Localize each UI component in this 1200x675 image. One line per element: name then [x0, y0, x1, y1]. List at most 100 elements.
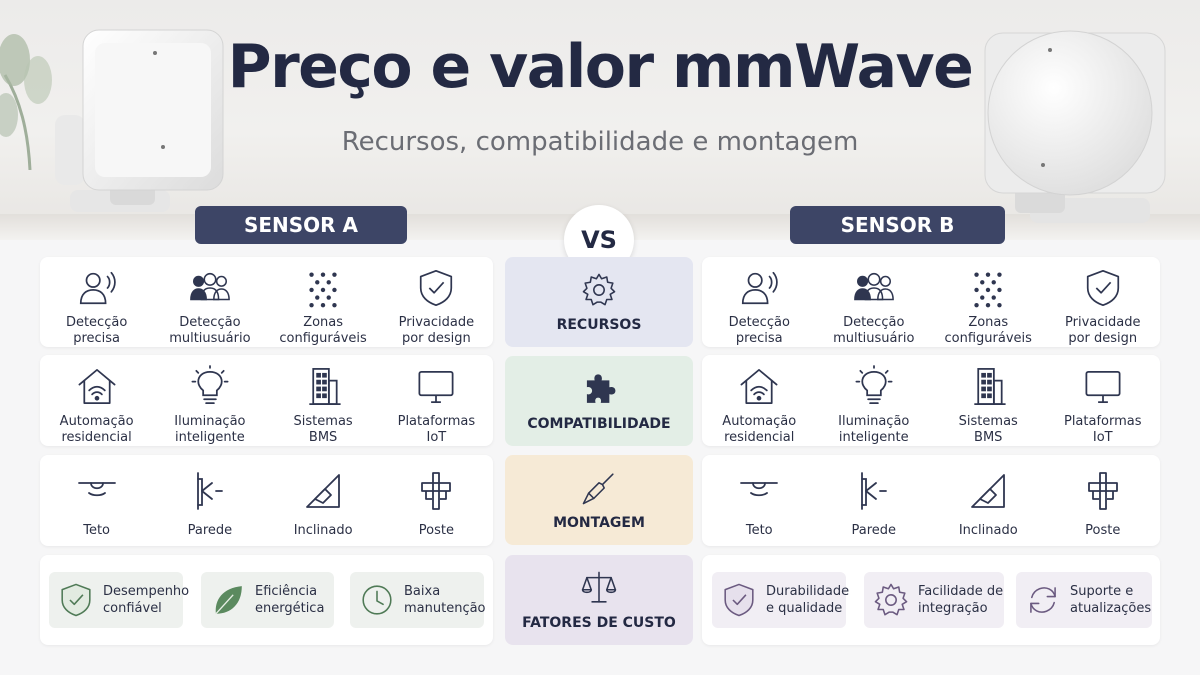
sensor-b-cost-factors: Durabilidade e qualidade Facilidade de i… — [702, 555, 1160, 645]
lightbulb-icon — [855, 365, 893, 404]
cost-factor-label: Baixa manutenção — [404, 584, 486, 616]
scales-icon — [581, 571, 617, 603]
mounting-cell: Inclinado — [931, 455, 1046, 546]
multi-user-icon — [190, 272, 230, 301]
sensor-a-label: SENSOR A — [195, 206, 407, 244]
wall-mount-icon — [860, 472, 887, 510]
shield-check-icon — [1086, 269, 1119, 307]
category-recursos: RECURSOS — [505, 257, 693, 347]
sensor-a-compatibility: Automação residencial Iluminação intelig… — [40, 355, 493, 446]
screwdriver-icon — [582, 473, 614, 505]
category-montagem: MONTAGEM — [505, 455, 693, 545]
cost-factor: Desempenho confiável — [49, 572, 189, 628]
tilted-mount-icon — [971, 474, 1006, 508]
person-signal-icon — [742, 271, 779, 305]
sensor-a-cost-factors: Desempenho confiável Eficiência energéti… — [40, 555, 493, 645]
sensor-b-features: Detecção precisa Detecção multiusuário Z… — [702, 257, 1160, 347]
feature-label: Privacidade por design — [398, 315, 475, 346]
compat-cell: Plataformas IoT — [380, 355, 493, 446]
sensor-b-mounting: Teto Parede Inclinado Poste — [702, 455, 1160, 546]
mounting-cell: Inclinado — [267, 455, 380, 546]
cost-factor-label: Facilidade de integração — [918, 584, 1004, 616]
mounting-label: Inclinado — [293, 523, 353, 538]
category-compatibilidade: COMPATIBILIDADE — [505, 356, 693, 446]
mounting-label: Poste — [418, 523, 454, 538]
feature-cell: Detecção precisa — [40, 257, 153, 347]
cost-factor: Durabilidade e qualidade — [712, 572, 850, 628]
dot-grid-icon — [309, 272, 337, 308]
category-label: RECURSOS — [556, 317, 642, 333]
mounting-cell: Poste — [380, 455, 493, 546]
person-signal-icon — [79, 271, 116, 305]
compat-cell: Sistemas BMS — [931, 355, 1046, 446]
mounting-cell: Teto — [40, 455, 153, 546]
ceiling-mount-icon — [740, 482, 779, 497]
pole-mount-icon — [421, 472, 452, 510]
pole-mount-icon — [1087, 472, 1118, 510]
clock-icon — [362, 585, 392, 615]
feature-cell: Privacidade por design — [380, 257, 493, 347]
feature-label: Zonas configuráveis — [944, 315, 1032, 346]
puzzle-icon — [586, 374, 616, 403]
feature-label: Detecção multiusuário — [833, 315, 915, 346]
mounting-label: Poste — [1085, 523, 1121, 538]
feature-cell: Detecção multiusuário — [817, 257, 932, 347]
compat-label: Iluminação inteligente — [174, 414, 246, 445]
sensor-b-device — [984, 30, 1166, 223]
tilted-mount-icon — [306, 474, 341, 508]
mounting-label: Teto — [83, 523, 111, 538]
feature-label: Zonas configuráveis — [279, 315, 367, 346]
ceiling-mount-icon — [77, 482, 116, 497]
category-label: FATORES DE CUSTO — [522, 615, 676, 631]
cost-factor-label: Eficiência energética — [255, 584, 325, 616]
compat-cell: Automação residencial — [702, 355, 817, 446]
monitor-icon — [1085, 370, 1121, 404]
compat-label: Automação residencial — [59, 414, 134, 445]
compat-cell: Iluminação inteligente — [153, 355, 266, 446]
mounting-cell: Parede — [817, 455, 932, 546]
shield-check-icon — [61, 583, 91, 617]
monitor-icon — [418, 370, 454, 404]
page-subtitle: Recursos, compatibilidade e montagem — [341, 127, 859, 157]
leaf-icon — [215, 586, 242, 615]
mounting-cell: Teto — [702, 455, 817, 546]
cost-factor: Baixa manutenção — [350, 572, 486, 628]
home-wifi-icon — [740, 369, 778, 404]
home-wifi-icon — [78, 369, 116, 404]
feature-label: Detecção precisa — [65, 315, 128, 346]
sensor-b-label: SENSOR B — [790, 206, 1005, 244]
feature-cell: Zonas configuráveis — [267, 257, 380, 347]
sensor-a-features: Detecção precisa Detecção multiusuário Z… — [40, 257, 493, 347]
feature-cell: Zonas configuráveis — [931, 257, 1046, 347]
mounting-label: Teto — [745, 523, 773, 538]
sensor-b-compatibility: Automação residencial Iluminação intelig… — [702, 355, 1160, 446]
cost-factor-label: Suporte e atualizações — [1070, 584, 1152, 616]
plant-decoration — [0, 34, 52, 170]
feature-label: Privacidade por design — [1065, 315, 1141, 346]
sensor-a-device — [55, 29, 224, 212]
feature-label: Detecção precisa — [728, 315, 790, 346]
compat-label: Iluminação inteligente — [838, 414, 910, 445]
compat-label: Plataformas IoT — [1063, 414, 1142, 445]
cost-factor-label: Durabilidade e qualidade — [766, 584, 850, 616]
gear-icon — [874, 583, 908, 616]
multi-user-icon — [853, 272, 894, 301]
cost-factor-label: Desempenho confiável — [103, 584, 190, 616]
compat-cell: Iluminação inteligente — [817, 355, 932, 446]
category-label: MONTAGEM — [553, 515, 645, 531]
cost-factor: Suporte e atualizações — [1016, 572, 1152, 628]
feature-cell: Privacidade por design — [1046, 257, 1161, 347]
feature-cell: Detecção precisa — [702, 257, 817, 347]
cost-factor: Eficiência energética — [201, 572, 334, 628]
page-title: Preço e valor mmWave — [227, 32, 974, 102]
feature-cell: Detecção multiusuário — [153, 257, 266, 347]
shield-check-icon — [724, 583, 754, 617]
mounting-label: Parede — [851, 523, 897, 538]
compat-label: Sistemas BMS — [293, 414, 353, 445]
mounting-cell: Poste — [1046, 455, 1161, 546]
mounting-label: Parede — [187, 523, 233, 538]
sensor-a-mounting: Teto Parede Inclinado Poste — [40, 455, 493, 546]
mounting-label: Inclinado — [958, 523, 1018, 538]
compat-cell: Plataformas IoT — [1046, 355, 1161, 446]
lightbulb-icon — [191, 365, 229, 404]
